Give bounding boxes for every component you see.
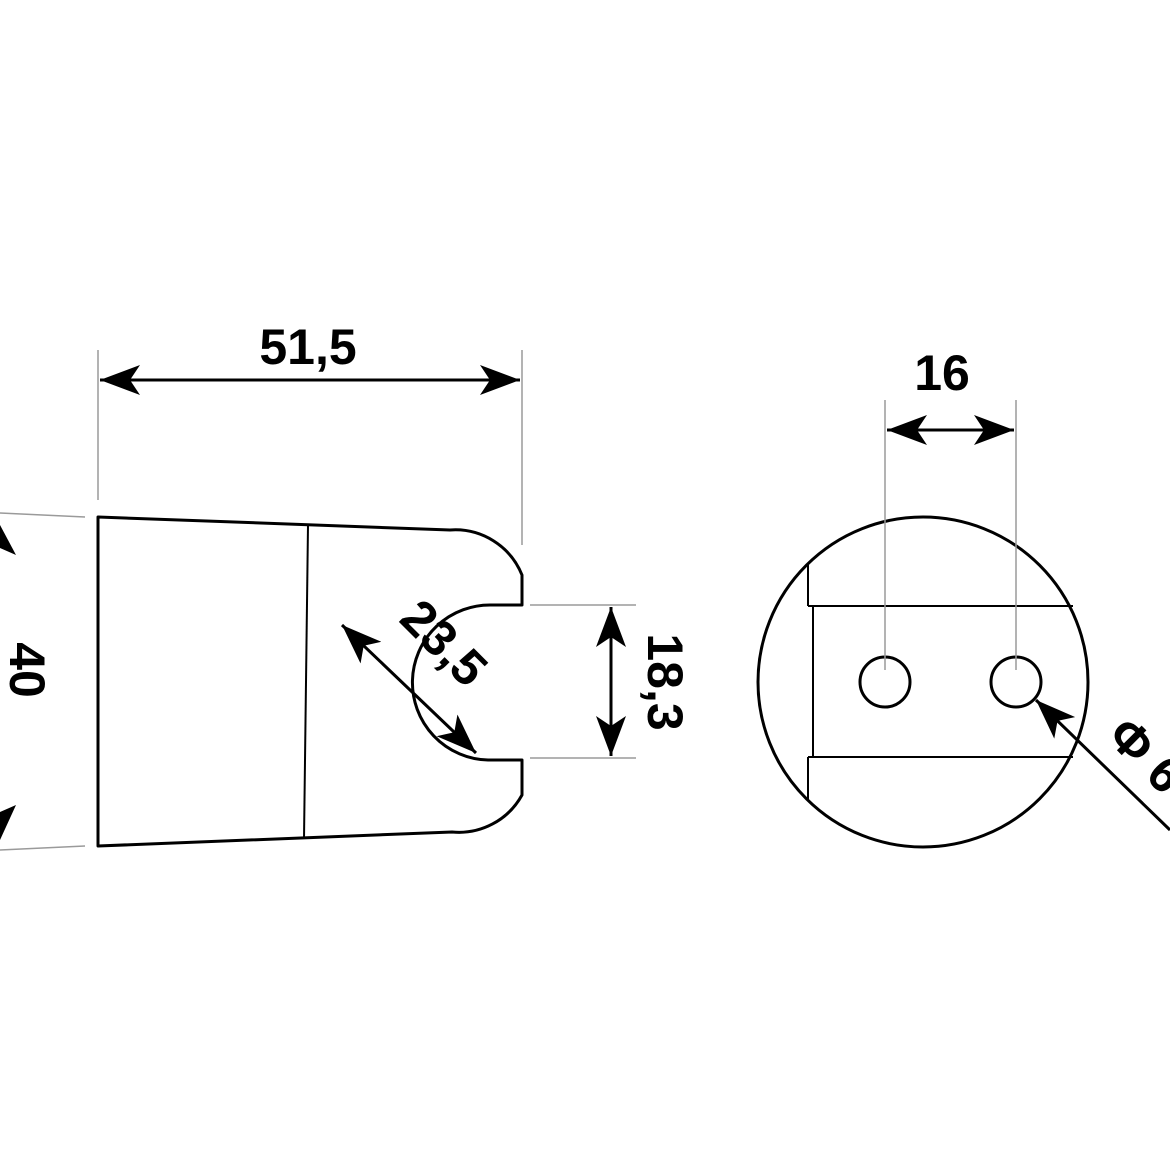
- bore-diameter-dimension-line: [340, 623, 478, 755]
- side-view: 51,5 40 23,5 18,3: [0, 319, 693, 851]
- body-division-line: [303, 524, 309, 840]
- slot-dimension-label: 18,3: [637, 633, 693, 730]
- hole-diameter-leader: [1034, 698, 1170, 832]
- end-view-circle: [756, 515, 1090, 849]
- spacing-dimension-label: 16: [914, 345, 970, 401]
- height-extension-top: [0, 512, 86, 518]
- end-view: 16 Φ 6: [756, 345, 1170, 849]
- height-extension-bottom: [0, 845, 86, 851]
- height-arrow-bottom: [0, 805, 16, 840]
- length-dimension-label: 51,5: [259, 319, 356, 375]
- height-arrow-top: [0, 525, 16, 555]
- hole-diameter-label: Φ 6: [1097, 706, 1170, 804]
- height-dimension-label: 40: [0, 642, 55, 698]
